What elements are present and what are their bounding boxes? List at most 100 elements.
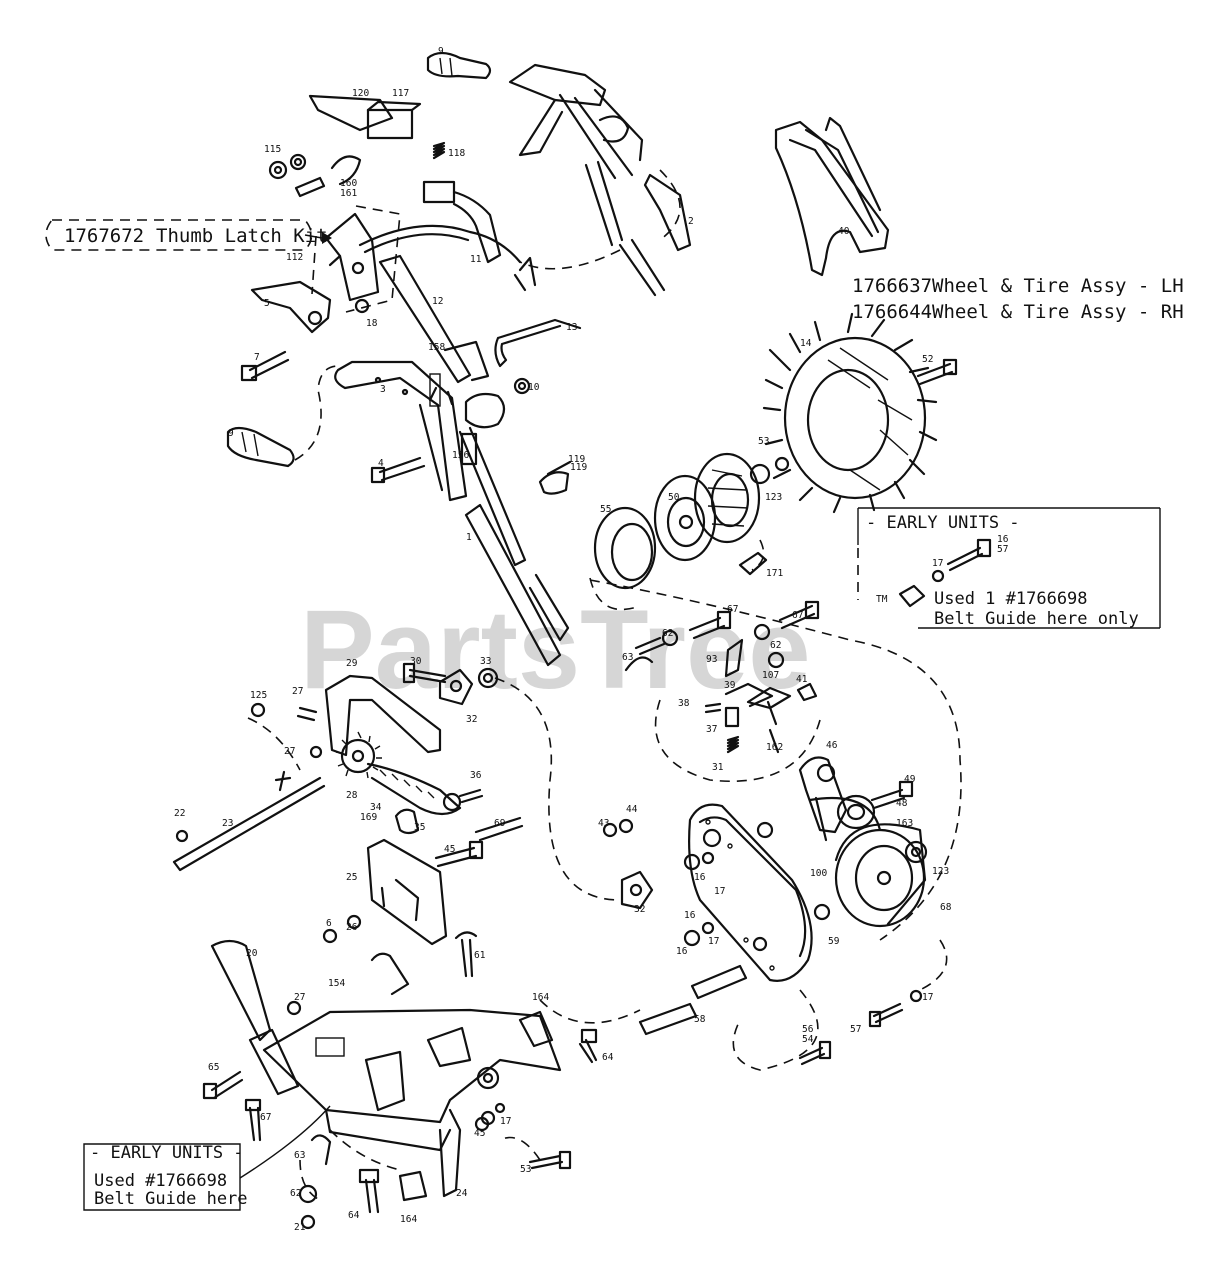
drive-pulley-icon (593, 452, 790, 590)
part-number-label: 118 (448, 148, 465, 159)
part-number-label: 17 (500, 1116, 511, 1127)
part-number-label: 162 (766, 742, 783, 753)
part-number-label: 169 (360, 812, 377, 823)
part-number-label: 56 (802, 1024, 814, 1035)
part-number-label: 10 (528, 382, 540, 393)
part-number-label: 24 (456, 1188, 468, 1199)
part-number-label: 40 (838, 226, 850, 237)
early-units-right-heading: - EARLY UNITS - (866, 513, 1020, 533)
part-number-label: 112 (286, 252, 303, 263)
part-number-label: 43 (598, 818, 609, 829)
part-number-label: 160 (340, 178, 357, 189)
handle-grip-icon (426, 51, 492, 80)
part-number-label: 48 (896, 798, 908, 809)
part-number-label: 57 (997, 544, 1008, 555)
part-number-label: 22 (174, 808, 185, 819)
part-number-label: 1 (466, 532, 472, 543)
part-number-label: 100 (810, 868, 827, 879)
sprocket-chain-icon (324, 662, 524, 842)
part-number-label: 54 (802, 1034, 814, 1045)
part-number-label: 13 (566, 322, 577, 333)
part-number-label: 158 (428, 342, 445, 353)
part-number-label: 27 (294, 992, 305, 1003)
part-number-label: 120 (352, 88, 369, 99)
part-number-label: 32 (634, 904, 645, 915)
part-number-label: 53 (758, 436, 769, 447)
part-number-label: 9 (228, 428, 234, 439)
part-number-label: 16 (694, 872, 706, 883)
part-number-label: 39 (724, 680, 736, 691)
part-number-label: 62 (770, 640, 781, 651)
part-number-label: 67 (727, 604, 738, 615)
handle-bars (226, 360, 572, 667)
part-number-label: 164 (532, 992, 549, 1003)
part-number-label: 16 (676, 946, 688, 957)
part-number-label: 11 (470, 254, 482, 265)
part-number-label: 67 (792, 610, 803, 621)
early-units-box-left: - EARLY UNITS - Used #1766698 Belt Guide… (83, 1105, 331, 1211)
bracket-mount (322, 838, 484, 978)
part-number-label: 52 (922, 354, 933, 365)
part-number-label: 27 (284, 746, 295, 757)
part-number-label: 37 (706, 724, 717, 735)
part-number-label: 44 (626, 804, 638, 815)
part-number-label: 31 (712, 762, 724, 773)
part-number-label: 30 (410, 656, 422, 667)
thumb-latch-part-number: 1767672 (64, 225, 144, 247)
part-number-label: 6 (326, 918, 332, 929)
fender (774, 116, 890, 277)
part-number-label: 93 (706, 654, 717, 665)
part-number-label: 63 (622, 652, 633, 663)
part-number-label: 28 (346, 790, 358, 801)
part-number-label: 58 (694, 1014, 706, 1025)
thumb-latch-description: Thumb Latch Kit (156, 225, 328, 247)
early-units-left-line1: Used #1766698 (94, 1171, 227, 1191)
wheel-lh-part-number: 1766637 (852, 275, 932, 297)
part-number-label: 17 (708, 936, 719, 947)
part-number-label: 164 (400, 1214, 417, 1225)
part-number-label: 17 (932, 558, 943, 569)
part-number-label: 18 (366, 318, 378, 329)
part-number-label: 65 (208, 1062, 219, 1073)
part-number-label: 55 (600, 504, 611, 515)
frame-base-icon (202, 939, 598, 1230)
part-number-label: 161 (340, 188, 357, 199)
part-number-label: 50 (668, 492, 680, 503)
right-pulley-drive (798, 756, 928, 928)
part-number-label: 117 (392, 88, 409, 99)
part-number-label: 59 (828, 936, 840, 947)
thumb-latch-kit-callout: 1767672 Thumb Latch Kit (45, 219, 332, 251)
part-number-label: 62 (662, 628, 673, 639)
part-number-label: 45 (474, 1128, 485, 1139)
part-number-label: 69 (494, 818, 506, 829)
early-units-left-heading: - EARLY UNITS - (90, 1143, 244, 1163)
watermark-trademark: TM (876, 594, 888, 605)
upper-handle-assembly (240, 51, 692, 384)
part-number-label: 29 (346, 658, 358, 669)
part-number-label: 26 (346, 922, 358, 933)
part-number-label: 33 (480, 656, 491, 667)
part-number-label: 171 (766, 568, 783, 579)
part-number-label: 115 (264, 144, 281, 155)
part-number-label: 14 (800, 338, 812, 349)
wheel-rh-part-number: 1766644 (852, 301, 932, 323)
wheel-assy-callouts: 1766637 Wheel & Tire Assy - LH 1766644 W… (852, 275, 1184, 323)
part-number-label: 163 (896, 818, 913, 829)
part-number-label: 64 (602, 1052, 614, 1063)
part-number-label: 20 (246, 948, 258, 959)
part-number-label: 34 (370, 802, 382, 813)
wheel-rh-description: Wheel & Tire Assy - RH (932, 301, 1184, 323)
drive-shaft (172, 702, 326, 872)
part-number-label: 38 (678, 698, 690, 709)
part-number-label: 4 (378, 458, 384, 469)
wheel-lh-description: Wheel & Tire Assy - LH (932, 275, 1184, 297)
part-number-label: 16 (684, 910, 696, 921)
part-number-label: 27 (292, 686, 303, 697)
part-number-label: 49 (904, 774, 916, 785)
early-units-left-line2: Belt Guide here (94, 1189, 248, 1209)
part-number-label: 35 (414, 822, 425, 833)
part-number-label: 46 (826, 740, 838, 751)
early-units-right-line2: Belt Guide here only (934, 609, 1139, 629)
part-number-label: 17 (714, 886, 725, 897)
